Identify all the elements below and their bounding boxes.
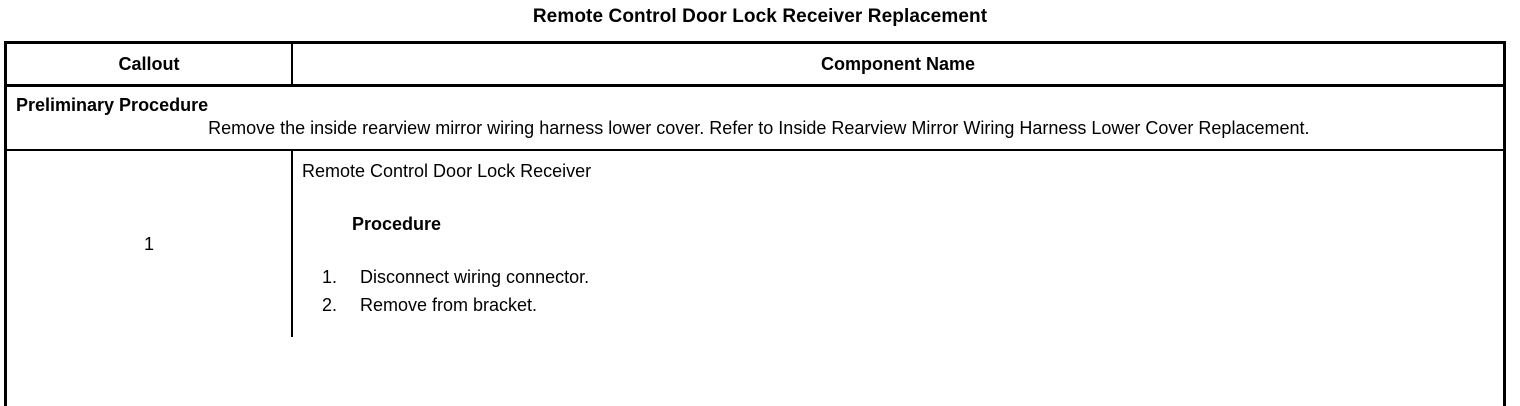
procedure-step-list: 1. Disconnect wiring connector. 2. Remov… <box>302 263 1494 319</box>
page-title: Remote Control Door Lock Receiver Replac… <box>532 6 988 27</box>
list-item: 2. Remove from bracket. <box>302 291 1494 319</box>
list-item: 1. Disconnect wiring connector. <box>302 263 1494 291</box>
procedure-heading: Procedure <box>352 214 442 234</box>
preliminary-procedure-text: Remove the inside rearview mirror wiring… <box>208 118 1310 138</box>
preliminary-procedure-row: Preliminary Procedure Remove the inside … <box>7 87 1503 151</box>
step-text: Disconnect wiring connector. <box>360 267 590 287</box>
step-number: 2. <box>322 295 338 315</box>
service-procedure-table: Callout Component Name Preliminary Proce… <box>4 41 1506 406</box>
column-header-component-name: Component Name <box>820 53 975 74</box>
preliminary-procedure-heading: Preliminary Procedure <box>16 95 209 115</box>
component-detail-cell: Remote Control Door Lock Receiver Proced… <box>293 151 1503 337</box>
component-name-text: Remote Control Door Lock Receiver <box>302 161 592 181</box>
column-header-callout: Callout <box>7 44 293 84</box>
step-number: 1. <box>322 267 338 287</box>
table-header-row: Callout Component Name <box>7 44 1503 87</box>
callout-number: 1 <box>7 151 293 337</box>
table-row: 1 Remote Control Door Lock Receiver Proc… <box>7 151 1503 337</box>
step-text: Remove from bracket. <box>360 295 538 315</box>
